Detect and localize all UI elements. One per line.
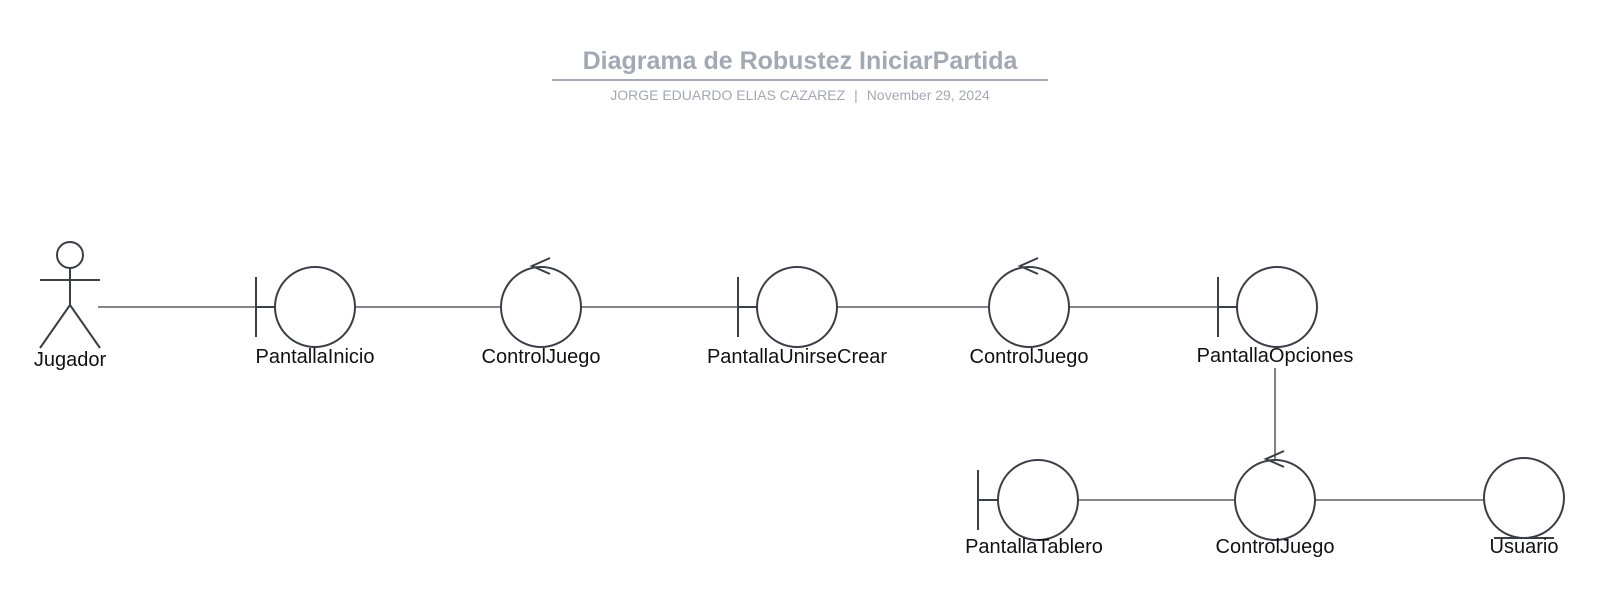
control-icon bbox=[988, 257, 1070, 348]
diagram-subtitle: JORGE EDUARDO ELIAS CAZAREZ | November 29,… bbox=[610, 87, 990, 103]
control-label: ControlJuego bbox=[482, 346, 601, 368]
control-icon bbox=[1234, 450, 1316, 541]
connections bbox=[98, 306, 1484, 501]
boundary-label: PantallaInicio bbox=[256, 346, 375, 368]
boundary-icon bbox=[977, 459, 1079, 541]
boundary-pantalla-unirse-crear[interactable]: PantallaUnirseCrear bbox=[707, 266, 887, 368]
control-icon bbox=[500, 257, 582, 348]
boundary-pantalla-inicio[interactable]: PantallaInicio bbox=[255, 266, 375, 368]
actor-jugador[interactable]: Jugador bbox=[34, 241, 107, 371]
boundary-label: PantallaUnirseCrear bbox=[707, 346, 887, 368]
boundary-label: PantallaTablero bbox=[965, 536, 1103, 558]
control-label: ControlJuego bbox=[1216, 536, 1335, 558]
control-juego-2[interactable]: ControlJuego bbox=[970, 257, 1089, 368]
boundary-pantalla-opciones[interactable]: PantallaOpciones bbox=[1197, 266, 1354, 367]
subtitle-separator: | bbox=[854, 87, 858, 103]
control-juego-3[interactable]: ControlJuego bbox=[1216, 450, 1335, 558]
actor-label: Jugador bbox=[34, 349, 107, 371]
actor-icon bbox=[39, 241, 101, 349]
entity-usuario[interactable]: Usuario bbox=[1483, 457, 1565, 558]
control-juego-1[interactable]: ControlJuego bbox=[482, 257, 601, 368]
boundary-icon bbox=[737, 266, 838, 348]
boundary-label: PantallaOpciones bbox=[1197, 345, 1354, 367]
entity-icon bbox=[1483, 457, 1565, 539]
boundary-pantalla-tablero[interactable]: PantallaTablero bbox=[965, 459, 1103, 558]
diagram-title: Diagrama de Robustez IniciarPartida bbox=[583, 47, 1019, 75]
control-label: ControlJuego bbox=[970, 346, 1089, 368]
boundary-icon bbox=[255, 266, 356, 348]
boundary-icon bbox=[1217, 266, 1318, 348]
entity-label: Usuario bbox=[1490, 536, 1559, 558]
diagram-header: Diagrama de Robustez IniciarPartida JORG… bbox=[552, 47, 1048, 103]
author-name: JORGE EDUARDO ELIAS CAZAREZ bbox=[610, 87, 845, 103]
diagram-date: November 29, 2024 bbox=[867, 87, 990, 103]
